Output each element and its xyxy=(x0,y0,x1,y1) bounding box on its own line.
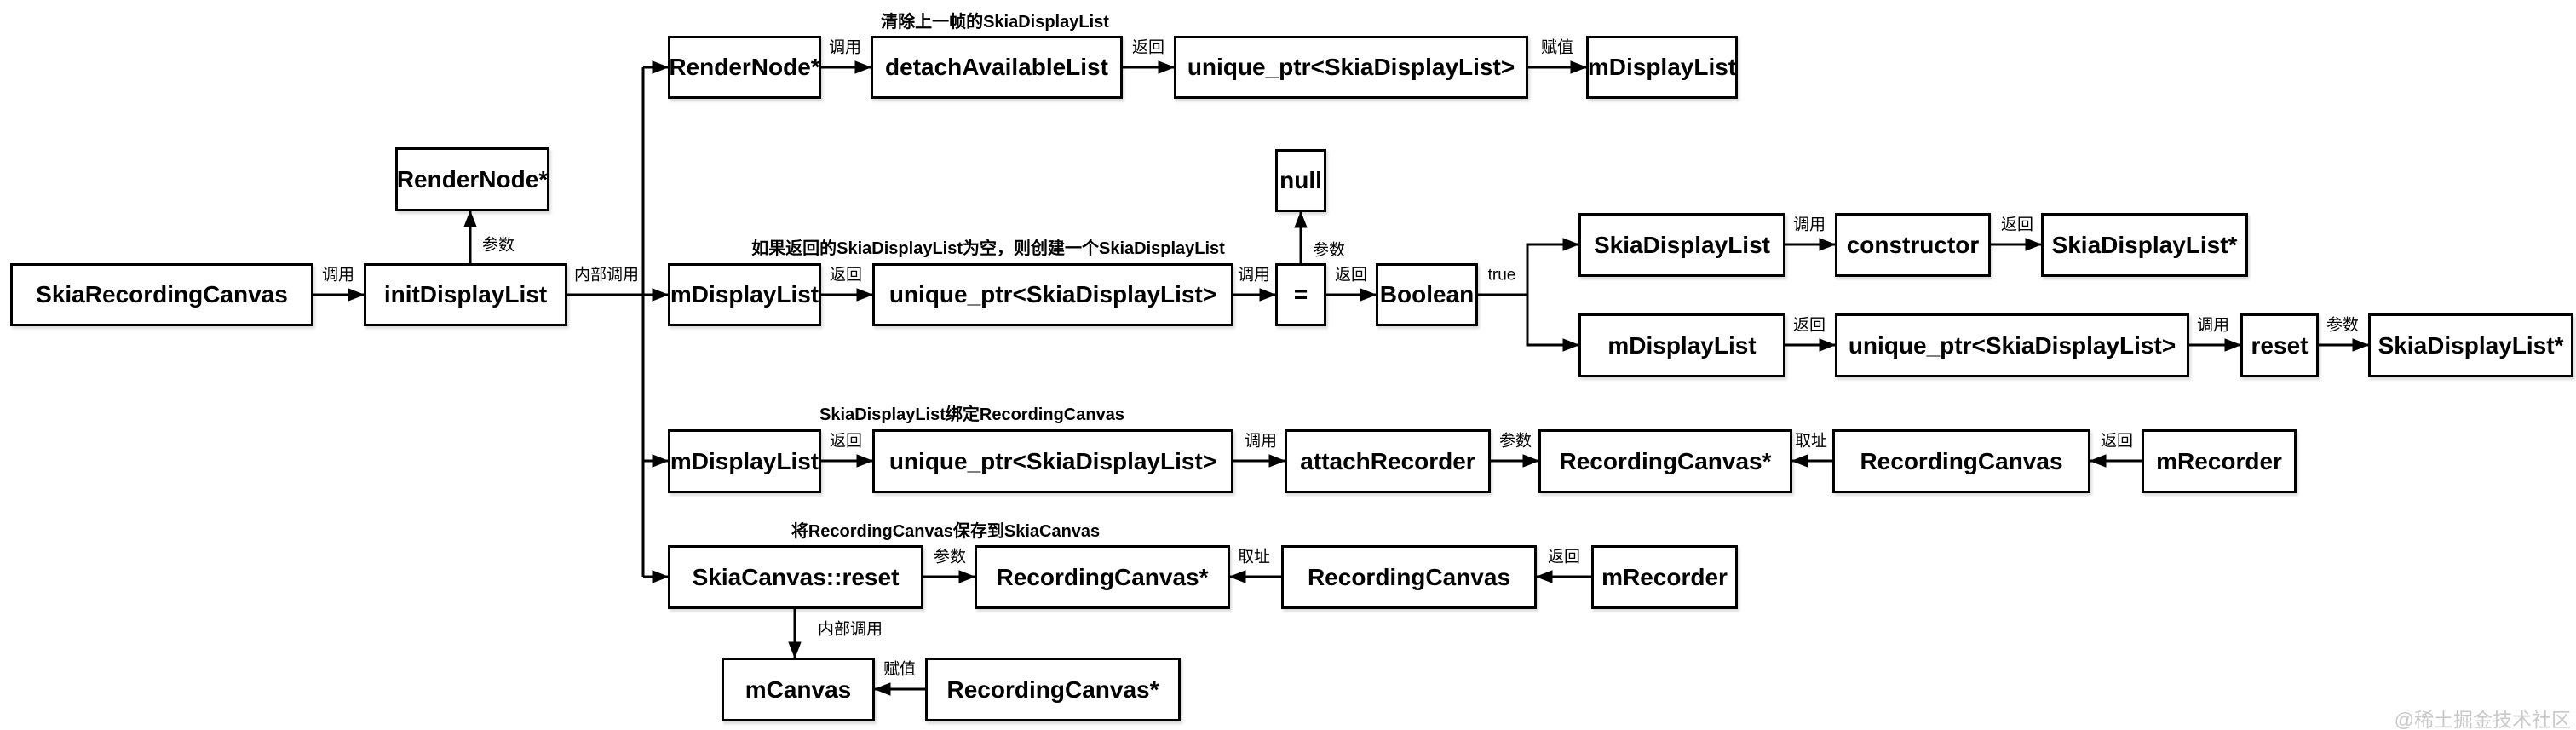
caption: 清除上一帧的SkiaDisplayList xyxy=(881,13,1109,32)
node-unique-ptr-row2: unique_ptr<SkiaDisplayList> xyxy=(872,263,1233,326)
edge-label: 调用 xyxy=(2196,316,2230,335)
edge-label: 内部调用 xyxy=(573,266,640,285)
watermark: @稀土掘金技术社区 xyxy=(2394,709,2571,730)
node-skia-display-list-ptr2: SkiaDisplayList* xyxy=(2368,313,2573,377)
edge-label: 返回 xyxy=(829,266,863,285)
edge-connector xyxy=(1526,295,1580,352)
node-unique-ptr-branch: unique_ptr<SkiaDisplayList> xyxy=(1835,313,2189,377)
caption: 如果返回的SkiaDisplayList为空，则创建一个SkiaDisplayL… xyxy=(751,239,1225,258)
node-recording-canvas-ptr2: RecordingCanvas* xyxy=(975,545,1230,609)
edge-label: 参数 xyxy=(2326,316,2360,335)
edge-label: 参数 xyxy=(933,548,967,566)
node-recording-canvas-ptr3: RecordingCanvas* xyxy=(925,658,1181,721)
node-mdisplaylist-row1: mDisplayList xyxy=(1586,36,1738,99)
edge-label: 返回 xyxy=(829,432,863,451)
edge-label: 返回 xyxy=(1792,316,1826,335)
node-mrecorder2: mRecorder xyxy=(1591,545,1738,609)
node-mrecorder1: mRecorder xyxy=(2142,429,2297,493)
node-skia-display-list: SkiaDisplayList xyxy=(1578,213,1785,277)
edge-label: 赋值 xyxy=(883,660,917,679)
node-mdisplaylist-row2: mDisplayList xyxy=(668,263,821,326)
edge-label: 返回 xyxy=(1547,548,1581,566)
node-attach-recorder: attachRecorder xyxy=(1285,429,1491,493)
caption: SkiaDisplayList绑定RecordingCanvas xyxy=(819,405,1124,424)
node-recording-canvas1: RecordingCanvas xyxy=(1832,429,2090,493)
node-mcanvas: mCanvas xyxy=(722,658,875,721)
edge-label: 参数 xyxy=(1498,432,1532,451)
node-boolean: Boolean xyxy=(1376,263,1478,326)
node-recording-canvas2: RecordingCanvas xyxy=(1281,545,1537,609)
edge-label: 返回 xyxy=(1334,266,1368,285)
node-init-display-list: initDisplayList xyxy=(364,263,567,326)
edge-label: 返回 xyxy=(2100,432,2134,451)
edge-label: 调用 xyxy=(321,266,355,285)
edge-label: 取址 xyxy=(1794,432,1828,451)
node-equals: = xyxy=(1275,263,1326,326)
node-unique-ptr-row3: unique_ptr<SkiaDisplayList> xyxy=(872,429,1233,493)
node-unique-ptr-row1: unique_ptr<SkiaDisplayList> xyxy=(1174,36,1528,99)
edge-label: 调用 xyxy=(1237,266,1271,285)
edge-label: 参数 xyxy=(1312,241,1346,260)
node-skia-canvas-reset: SkiaCanvas::reset xyxy=(668,545,923,609)
node-mdisplaylist-branch: mDisplayList xyxy=(1578,313,1785,377)
node-rendernode-row1: RenderNode* xyxy=(668,36,821,99)
node-skia-recording-canvas: SkiaRecordingCanvas xyxy=(10,263,313,326)
edge-label: 调用 xyxy=(828,38,862,57)
node-rendernode-param: RenderNode* xyxy=(395,147,549,211)
edge-label: 返回 xyxy=(2000,216,2034,234)
caption: 将RecordingCanvas保存到SkiaCanvas xyxy=(791,522,1101,541)
edge-label: 赋值 xyxy=(1540,38,1574,57)
node-skia-display-list-ptr1: SkiaDisplayList* xyxy=(2041,213,2248,277)
node-detach-available-list: detachAvailableList xyxy=(871,36,1123,99)
node-null: null xyxy=(1275,149,1326,212)
node-constructor: constructor xyxy=(1835,213,1991,277)
edge-label: 取址 xyxy=(1237,548,1271,566)
node-recording-canvas-ptr1: RecordingCanvas* xyxy=(1538,429,1792,493)
edge-label: 返回 xyxy=(1131,38,1165,57)
node-mdisplaylist-row3: mDisplayList xyxy=(668,429,821,493)
node-reset: reset xyxy=(2240,313,2319,377)
edge-label: 参数 xyxy=(481,236,515,255)
edge-connector xyxy=(1526,238,1580,295)
edge-label: true xyxy=(1487,266,1516,285)
edge-label: 内部调用 xyxy=(817,620,883,639)
edge-label: 调用 xyxy=(1244,432,1278,451)
edge-label: 调用 xyxy=(1792,216,1826,234)
